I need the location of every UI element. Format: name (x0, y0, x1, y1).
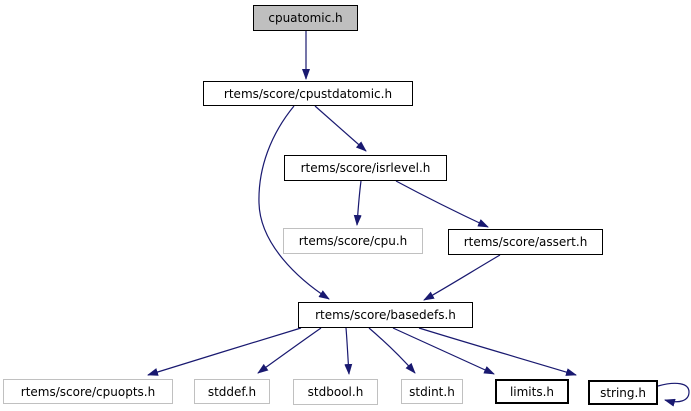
edge-cpustdatomic-to-isrlevel (314, 105, 367, 152)
node-label: stdint.h (409, 384, 455, 399)
edge-assert-to-basedefs (423, 254, 501, 301)
node-label: rtems/score/assert.h (463, 235, 588, 249)
edge-basedefs-to-stdint (368, 327, 416, 374)
edge-basedefs-to-string (418, 327, 577, 376)
node-label: stdbool.h (307, 385, 364, 399)
node-label: rtems/score/isrlevel.h (300, 161, 431, 175)
edge-basedefs-to-stddef (257, 327, 322, 374)
node-cpu-h: rtems/score/cpu.h (283, 228, 423, 254)
node-stdbool-h: stdbool.h (293, 379, 378, 405)
node-label: string.h (600, 385, 646, 400)
node-label: stddef.h (207, 384, 257, 399)
node-label: limits.h (509, 384, 555, 399)
node-limits-h[interactable]: limits.h (495, 379, 569, 404)
node-label: rtems/score/cpu.h (298, 234, 408, 248)
node-stdint-h: stdint.h (401, 379, 463, 404)
node-basedefs-h[interactable]: rtems/score/basedefs.h (298, 302, 473, 328)
edge-isrlevel-to-assert (395, 180, 489, 228)
edge-string-self-loop (657, 382, 690, 407)
node-label: cpuatomic.h (268, 11, 343, 25)
node-cpuopts-h: rtems/score/cpuopts.h (3, 379, 173, 404)
node-cpustdatomic-h[interactable]: rtems/score/cpustdatomic.h (203, 81, 413, 106)
node-label: rtems/score/basedefs.h (315, 308, 456, 322)
node-label: rtems/score/cpustdatomic.h (223, 86, 393, 101)
node-string-h[interactable]: string.h (588, 380, 658, 405)
edge-basedefs-to-limits (392, 327, 495, 375)
edge-isrlevel-to-cpu (353, 180, 362, 226)
node-label: rtems/score/cpuopts.h (20, 384, 156, 399)
edge-cpustdatomic-to-basedefs (258, 105, 330, 300)
node-cpuatomic-h: cpuatomic.h (253, 5, 358, 31)
node-assert-h[interactable]: rtems/score/assert.h (448, 229, 603, 255)
node-isrlevel-h[interactable]: rtems/score/isrlevel.h (284, 155, 447, 181)
edge-basedefs-to-cpuopts (147, 327, 302, 376)
node-stddef-h: stddef.h (194, 379, 270, 404)
edge-basedefs-to-stdbool (344, 327, 353, 375)
